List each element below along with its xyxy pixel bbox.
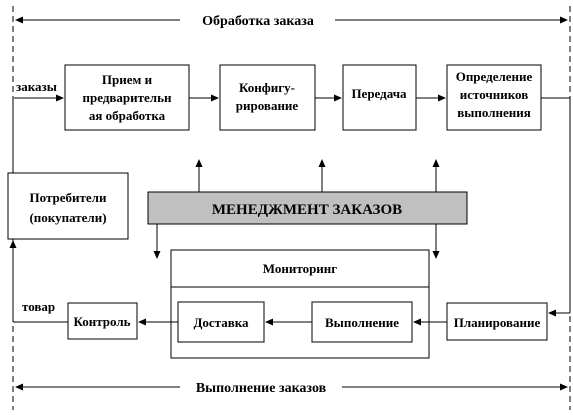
sources-box-line1: Определение bbox=[456, 69, 533, 84]
config-box: Конфигу- рирование bbox=[219, 64, 316, 131]
consumers-box-line2: (покупатели) bbox=[29, 210, 106, 225]
management-label: МЕНЕДЖМЕНТ ЗАКАЗОВ bbox=[212, 202, 402, 218]
execution-label: Выполнение bbox=[325, 315, 399, 330]
consumers-box-line1: Потребители bbox=[30, 190, 107, 205]
planning-box: Планирование bbox=[446, 302, 548, 341]
monitoring-label: Мониторинг bbox=[263, 261, 338, 276]
consumers-box: Потребители (покупатели) bbox=[7, 172, 129, 240]
top-span-title: Обработка заказа bbox=[202, 14, 314, 29]
sources-box-line3: выполнения bbox=[457, 105, 531, 120]
bottom-span-title: Выполнение заказов bbox=[196, 381, 327, 396]
sources-box-line2: источников bbox=[460, 87, 528, 102]
intake-box-line3: ая обработка bbox=[89, 108, 166, 123]
management-bar: МЕНЕДЖМЕНТ ЗАКАЗОВ bbox=[147, 191, 468, 225]
transfer-box-line1: Передача bbox=[351, 86, 407, 101]
orders-label: заказы bbox=[16, 79, 57, 94]
planning-label: Планирование bbox=[454, 315, 541, 330]
execution-box: Выполнение bbox=[311, 301, 413, 343]
transfer-box: Передача bbox=[342, 64, 417, 131]
intake-box-line2: предварительн bbox=[83, 90, 172, 105]
control-box: Контроль bbox=[67, 302, 138, 340]
intake-box-line1: Прием и bbox=[102, 72, 153, 87]
delivery-box: Доставка bbox=[177, 301, 265, 343]
goods-label: товар bbox=[22, 299, 55, 314]
delivery-label: Доставка bbox=[193, 315, 249, 330]
intake-box: Прием и предварительн ая обработка bbox=[64, 64, 190, 131]
config-box-line1: Конфигу- bbox=[239, 80, 295, 95]
config-box-line2: рирование bbox=[236, 98, 299, 113]
sources-box: Определение источников выполнения bbox=[446, 64, 542, 131]
control-label: Контроль bbox=[73, 314, 130, 329]
